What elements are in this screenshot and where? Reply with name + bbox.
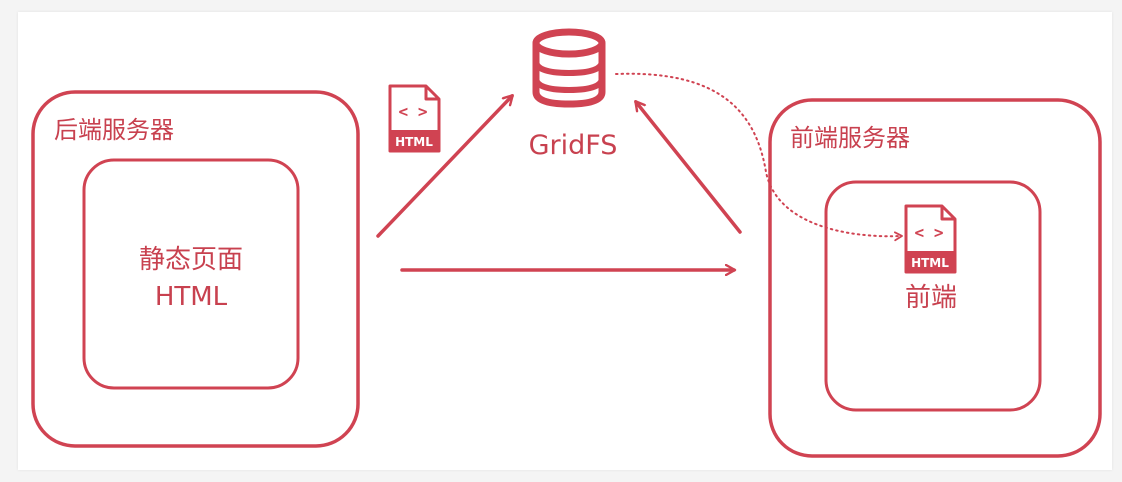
dotted-arrow-gridfs-to-frontend-file [615, 72, 903, 242]
backend-server-title: 后端服务器 [54, 116, 174, 144]
frontend-html-file-icon: < > HTML [904, 204, 957, 274]
static-page-label: 静态页面 [139, 245, 243, 275]
arrow-frontend-to-gridfs [636, 102, 742, 234]
frontend-server-box: 前端服务器 [768, 98, 1102, 458]
static-page-box: 静态页面 HTML [82, 158, 300, 390]
backend-server-box: 后端服务器 [31, 90, 360, 448]
diagram-canvas: 后端服务器 静态页面 HTML 前端服务器 前端 GridFS < > HTML… [18, 12, 1112, 470]
gridfs-label: GridFS [529, 130, 618, 161]
database-icon [532, 28, 606, 108]
frontend-server-title: 前端服务器 [790, 124, 910, 152]
static-page-html-label: HTML [155, 282, 228, 312]
frontend-html-file-tag: HTML [911, 256, 949, 270]
frontend-label: 前端 [905, 283, 957, 313]
arrow-backend-to-gridfs [376, 96, 512, 238]
frontend-box: 前端 [824, 180, 1042, 412]
html-file-code-glyph: < > [399, 102, 428, 121]
frontend-html-file-code-glyph: < > [915, 223, 944, 242]
html-file-icon: < > HTML [388, 84, 441, 153]
html-file-tag: HTML [395, 135, 433, 149]
